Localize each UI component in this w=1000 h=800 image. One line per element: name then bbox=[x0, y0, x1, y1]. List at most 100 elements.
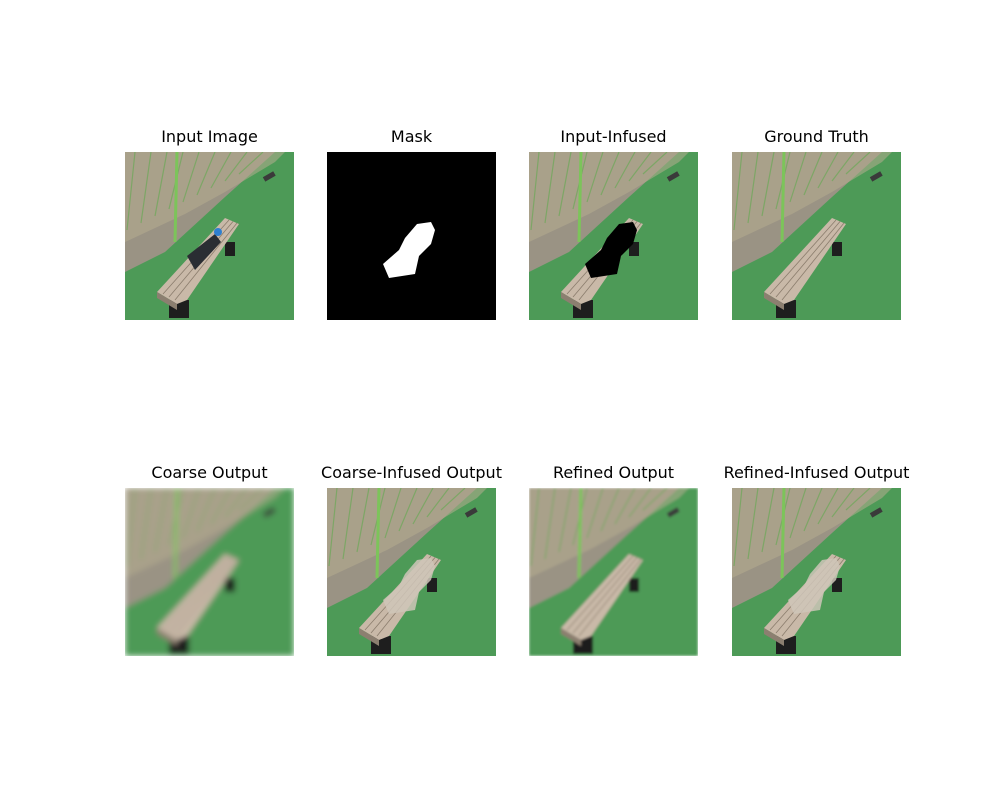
fence-post bbox=[530, 152, 540, 231]
fence-post bbox=[747, 488, 759, 560]
fence-post bbox=[384, 488, 402, 539]
bag-object bbox=[187, 234, 221, 270]
fence-post bbox=[789, 488, 807, 539]
fence-post bbox=[412, 488, 434, 525]
ground-truth-photo bbox=[732, 152, 901, 320]
fence-post bbox=[544, 152, 556, 224]
fence-post bbox=[803, 152, 823, 196]
green-pole bbox=[780, 488, 786, 579]
inpainted-region bbox=[788, 558, 840, 614]
fence-post bbox=[328, 488, 338, 567]
distant-bench bbox=[666, 507, 680, 518]
fence-post bbox=[238, 488, 264, 511]
refined-output-photo bbox=[529, 488, 698, 656]
fence-post bbox=[628, 488, 652, 518]
fence-post bbox=[426, 488, 450, 518]
fence-post bbox=[140, 152, 152, 224]
fence-wall bbox=[732, 152, 892, 242]
fence-post bbox=[747, 152, 759, 224]
fence-post bbox=[398, 488, 418, 532]
fence-post bbox=[126, 488, 136, 567]
bench-leg bbox=[832, 578, 842, 592]
fence-post bbox=[196, 152, 216, 196]
fence-post bbox=[342, 488, 354, 560]
bench-slat-line bbox=[781, 222, 845, 301]
fence-post bbox=[614, 152, 636, 189]
fence-wall bbox=[529, 152, 689, 242]
fence-post bbox=[440, 488, 466, 511]
fence-post bbox=[154, 488, 168, 553]
panel-title: Ground Truth bbox=[764, 127, 869, 146]
green-pole bbox=[375, 488, 381, 579]
green-pole bbox=[173, 488, 179, 579]
panel-title: Input-Infused bbox=[560, 127, 667, 146]
fence-post bbox=[210, 488, 232, 525]
fence-post bbox=[558, 488, 572, 553]
bench-leg bbox=[832, 242, 842, 256]
fence-wall bbox=[125, 152, 285, 242]
fence-post bbox=[210, 152, 232, 189]
bench-slat-line bbox=[168, 557, 234, 634]
input-infused-photo bbox=[529, 152, 698, 320]
fence-wall bbox=[529, 488, 689, 578]
fence-post bbox=[817, 488, 839, 525]
fence-post bbox=[761, 488, 775, 553]
fence-post bbox=[817, 152, 839, 189]
fence-post bbox=[224, 488, 248, 518]
bench-slat-line bbox=[566, 555, 634, 631]
fence-post bbox=[642, 488, 668, 511]
bench-leg bbox=[427, 578, 437, 592]
fence-post bbox=[600, 488, 620, 532]
panel-title: Refined-Infused Output bbox=[723, 463, 910, 482]
fence-post bbox=[586, 152, 604, 203]
distant-bench bbox=[666, 171, 680, 182]
blue-item bbox=[214, 228, 222, 236]
distant-bench bbox=[869, 507, 883, 518]
distant-bench bbox=[869, 171, 883, 182]
bench-slat-line bbox=[769, 219, 837, 295]
fence-post bbox=[224, 152, 248, 182]
bench-edge bbox=[359, 628, 379, 646]
fence-post bbox=[845, 152, 871, 175]
panel-title: Coarse-Infused Output bbox=[321, 463, 502, 482]
fence-post bbox=[530, 488, 540, 567]
bench-leg bbox=[225, 578, 235, 592]
fence-post bbox=[558, 152, 572, 217]
bench-seat bbox=[764, 218, 846, 304]
fence-post bbox=[628, 152, 652, 182]
fence-post bbox=[642, 152, 668, 175]
fence-post bbox=[182, 488, 200, 539]
bench-slat-line bbox=[174, 558, 238, 637]
bench-slat-line bbox=[174, 222, 238, 301]
panel-title: Refined Output bbox=[552, 463, 675, 482]
fence-post bbox=[586, 488, 604, 539]
bench-slat-line bbox=[578, 558, 642, 637]
bench-seat bbox=[561, 554, 643, 640]
fence-wall bbox=[125, 488, 285, 578]
fence-post bbox=[761, 152, 775, 217]
panel-title: Mask bbox=[390, 127, 433, 146]
distant-bench bbox=[262, 507, 276, 518]
mask-image bbox=[327, 152, 496, 320]
fence-post bbox=[238, 152, 264, 175]
panel-title: Input Image bbox=[161, 127, 258, 146]
fence-post bbox=[140, 488, 152, 560]
fence-post bbox=[831, 488, 855, 518]
bench-seat bbox=[157, 554, 239, 640]
fence-post bbox=[733, 488, 743, 567]
fence-post bbox=[845, 488, 871, 511]
bench-leg bbox=[629, 578, 639, 592]
bench-slat-line bbox=[775, 221, 841, 298]
fence-post bbox=[733, 152, 743, 231]
bench-edge bbox=[561, 292, 581, 310]
refined-infused-output-photo bbox=[732, 488, 901, 656]
fence-wall bbox=[732, 488, 892, 578]
fence-wall bbox=[327, 488, 487, 578]
fence-post bbox=[831, 152, 855, 182]
masked-region bbox=[585, 222, 637, 278]
fence-post bbox=[544, 488, 556, 560]
fence-post bbox=[356, 488, 370, 553]
bench-slat-line bbox=[572, 557, 638, 634]
green-pole bbox=[577, 488, 583, 579]
distant-bench bbox=[262, 171, 276, 182]
